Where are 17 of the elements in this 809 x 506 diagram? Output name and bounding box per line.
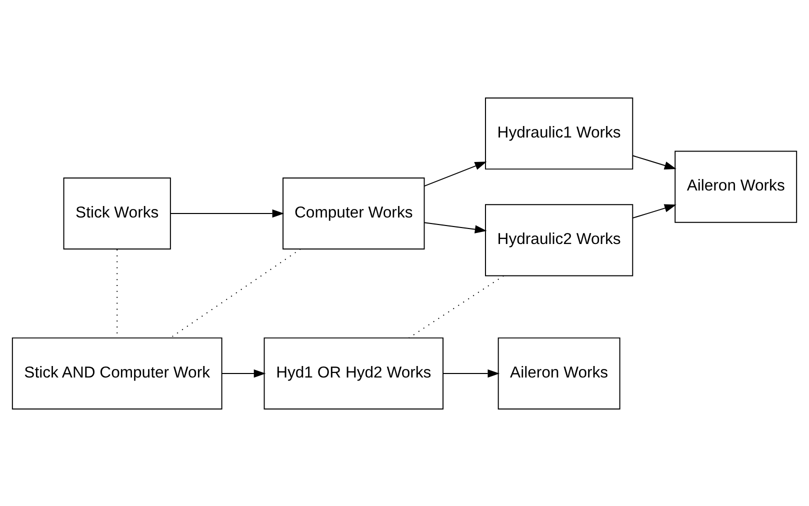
node-box: Aileron Works <box>498 336 620 410</box>
node-box: Hyd1 OR Hyd2 Works <box>264 336 444 410</box>
node-box: Hydraulic2 Works <box>485 204 634 276</box>
node-box: Hydraulic1 Works <box>485 96 634 170</box>
connector <box>408 274 504 338</box>
node-box: Aileron Works <box>674 150 798 222</box>
arrow <box>424 161 487 186</box>
connector <box>170 248 301 338</box>
arrow <box>170 208 284 218</box>
node-box: Stick Works <box>63 176 171 250</box>
arrow <box>632 154 676 169</box>
arrow <box>632 204 676 218</box>
node-box: Computer Works <box>282 176 425 250</box>
arrow <box>424 222 487 233</box>
arrow <box>222 368 266 378</box>
node-box: Stick AND Computer Work <box>12 336 222 410</box>
arrow <box>442 368 500 378</box>
